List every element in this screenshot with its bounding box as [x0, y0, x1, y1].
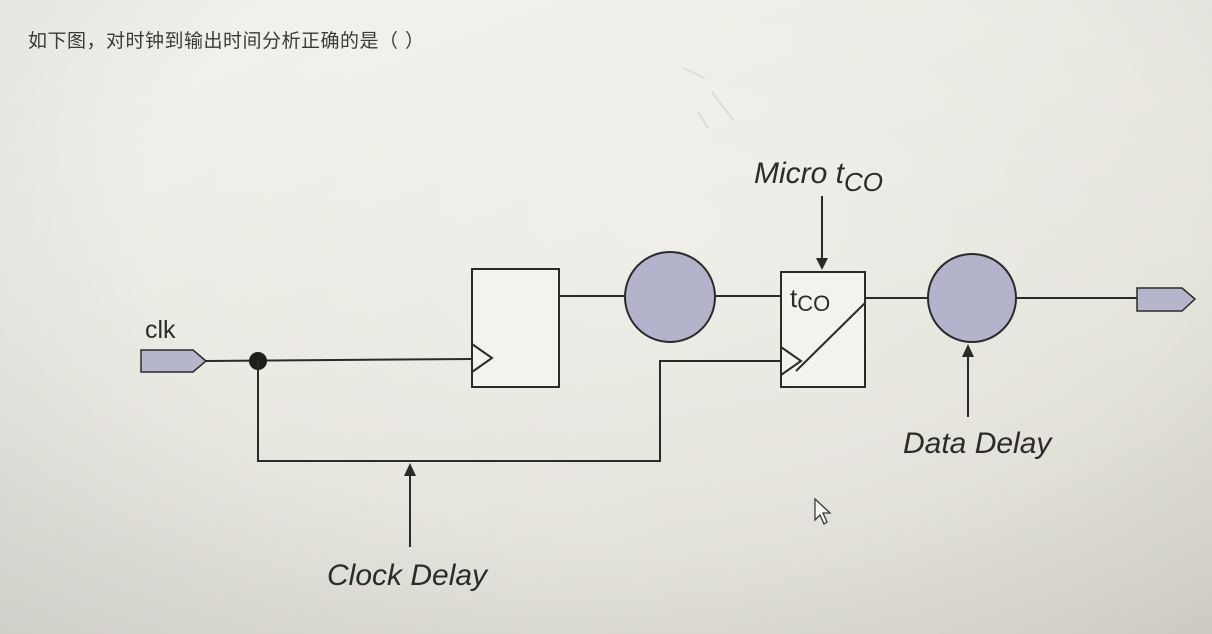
clock-delay-arrowhead — [404, 463, 416, 476]
micro-tco-label: Micro tCO — [754, 157, 883, 197]
question-text: 如下图，对时钟到输出时间分析正确的是（ ） — [28, 30, 425, 52]
clk-input-port — [140, 349, 208, 373]
clock-delay-path — [257, 360, 781, 462]
logic-delay-circle — [624, 251, 716, 343]
clk-wire — [205, 358, 473, 362]
clk-label: clk — [145, 316, 176, 344]
data-delay-arrowhead — [962, 344, 974, 357]
clock-delay-label: Clock Delay — [327, 559, 489, 592]
mouse-cursor-icon — [814, 497, 832, 525]
screen-scratch — [682, 67, 734, 129]
output-port — [1136, 287, 1197, 312]
tco-diagonal — [795, 302, 866, 372]
register-1-clock-triangle — [471, 343, 494, 373]
data-delay-circle — [927, 253, 1017, 343]
register-1 — [471, 268, 560, 388]
register-2-clock-triangle — [780, 346, 803, 376]
micro-tco-arrowhead — [816, 258, 828, 270]
register-2 — [780, 271, 866, 388]
tco-label: tCO — [790, 283, 830, 316]
data-delay-label: Data Delay — [903, 427, 1053, 460]
